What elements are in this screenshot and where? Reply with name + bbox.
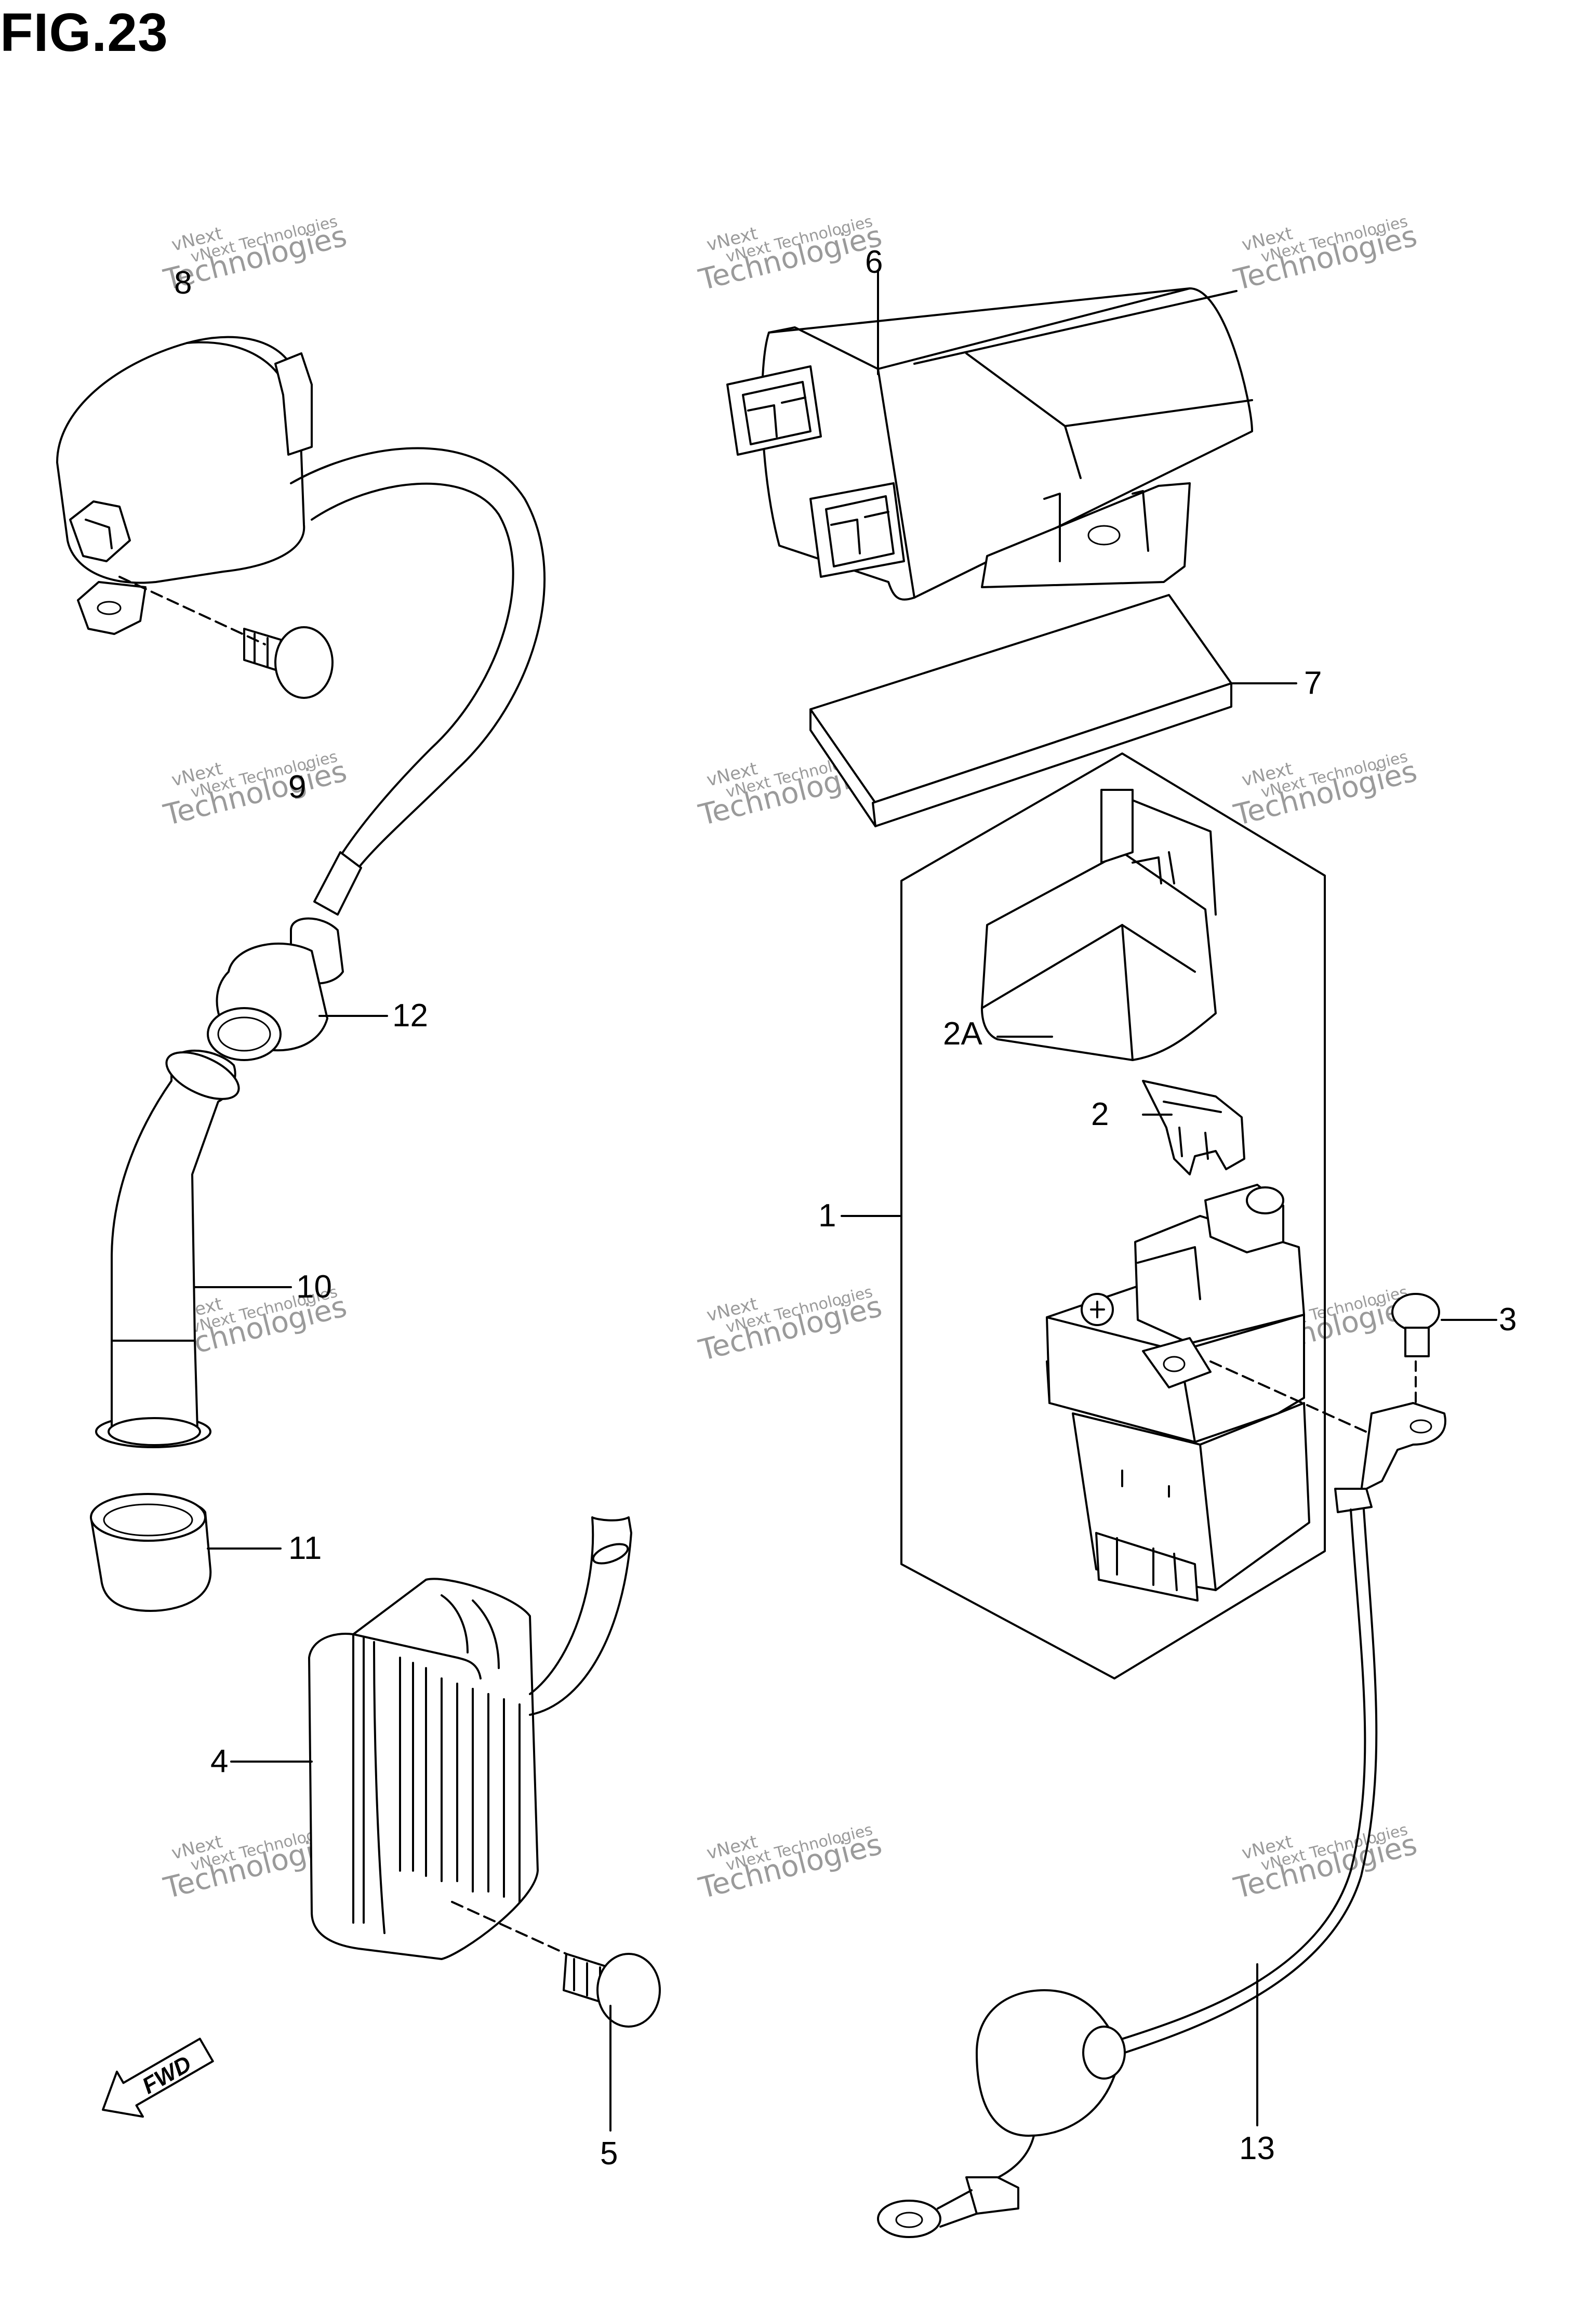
callout-6: 6 <box>865 244 883 280</box>
callout-2a: 2A <box>943 1016 982 1052</box>
watermark: vNext vNext Technologies Technologies <box>1230 748 1420 832</box>
callout-11: 11 <box>288 1530 322 1566</box>
watermark: vNext vNext Technologies Technologies <box>695 1821 885 1906</box>
figure-title: FIG.23 <box>0 3 168 63</box>
callout-1: 1 <box>818 1198 836 1234</box>
callout-7: 7 <box>1304 665 1322 701</box>
watermark: vNext vNext Technologies Technologies <box>695 213 885 297</box>
starter-relay-kit-frame-part-1 <box>841 752 1326 1679</box>
callout-10: 10 <box>296 1269 332 1305</box>
callout-2: 2 <box>1091 1096 1109 1132</box>
relay-cover-part-2a[interactable] <box>981 789 1217 1061</box>
callout-12: 12 <box>392 998 428 1034</box>
forward-arrow-icon: FWD <box>102 2038 214 2118</box>
callout-13: 13 <box>1239 2131 1275 2166</box>
screw-part-9[interactable] <box>118 576 334 699</box>
callout-labels: 8 9 6 7 12 2A 2 1 10 3 11 4 5 13 <box>174 244 1517 2172</box>
callout-4: 4 <box>210 1743 228 1779</box>
callout-9: 9 <box>288 769 306 805</box>
ignition-coil-part-8[interactable] <box>56 336 546 916</box>
regulator-rectifier-part-4[interactable] <box>230 1516 632 1960</box>
callout-8: 8 <box>174 265 192 301</box>
bolt-part-3[interactable] <box>1209 1293 1497 1435</box>
watermark: vNext vNext Technologies Technologies <box>695 1283 885 1368</box>
screw-part-5[interactable] <box>451 1901 661 2132</box>
fuse-part-2[interactable] <box>1142 1080 1245 1175</box>
watermark: vNext vNext Technologies Technologies <box>160 748 350 832</box>
rubber-cap-part-11[interactable] <box>90 1493 282 1612</box>
watermark: vNext vNext Technologies Technologies <box>1230 1821 1420 1906</box>
spark-plug-cap-part-10[interactable] <box>95 1043 292 1448</box>
cushion-part-7[interactable] <box>809 594 1297 827</box>
callout-5: 5 <box>600 2136 618 2172</box>
battery-lead-part-13[interactable] <box>877 1402 1446 2238</box>
starter-relay[interactable] <box>1046 1184 1310 1602</box>
callout-3: 3 <box>1499 1302 1517 1338</box>
watermark: vNext vNext Technologies Technologies <box>1230 213 1420 297</box>
cdi-unit-part-6[interactable] <box>726 269 1253 601</box>
plug-cap-seal-part-12[interactable] <box>207 917 388 1061</box>
